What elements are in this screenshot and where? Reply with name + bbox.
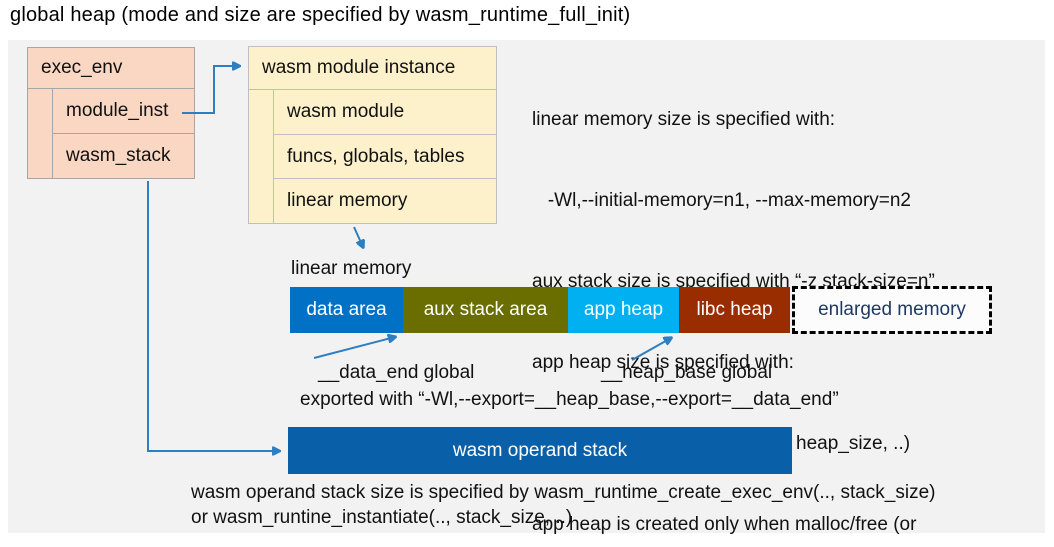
heap-base-global-label: __heap_base global [601,362,773,383]
exported-with-label: exported with “-Wl,--export=__heap_base,… [300,389,839,410]
config-note-line: app heap size is specified with: [532,352,794,373]
segment-aux-stack-area: aux stack area [403,287,568,333]
row-funcs-globals-tables: funcs, globals, tables [274,133,496,179]
exec-env-row-wasm-stack: wasm_stack [53,133,194,178]
segment-app-heap: app heap [568,287,679,333]
segment-libc-heap: libc heap [679,287,790,333]
config-note-line: linear memory size is specified with: [532,109,836,130]
operand-stack-note-line: wasm operand stack size is specified by … [191,482,936,503]
wasm-module-instance-box: wasm module instance wasm module funcs, … [248,46,497,224]
row-wasm-module: wasm module [287,100,405,122]
data-end-global-label: __data_end global [318,362,475,383]
operand-stack-note-line: or wasm_runtine_instantiate(.., stack_si… [191,507,573,528]
exec-env-header: exec_env [28,48,194,89]
segment-enlarged-memory: enlarged memory [792,286,992,334]
diagram-title: global heap (mode and size are specified… [10,4,631,26]
segment-data-area: data area [290,287,403,333]
wasm-module-instance-header: wasm module instance [249,47,496,90]
row-linear-memory: linear memory [274,178,496,223]
config-note-line: app heap is created only when malloc/fre… [532,514,917,535]
exec-env-rows: module_inst wasm_stack [52,89,194,178]
config-note-line: -Wl,--initial-memory=n1, --max-memory=n2 [532,190,911,211]
linear-memory-label: linear memory [291,258,412,279]
wasm-operand-stack-bar: wasm operand stack [288,427,792,474]
exec-env-row-module-inst: module_inst [66,100,169,121]
exec-env-box: exec_env module_inst wasm_stack [27,47,195,179]
wasm-module-instance-rows: wasm module funcs, globals, tables linea… [273,90,496,223]
